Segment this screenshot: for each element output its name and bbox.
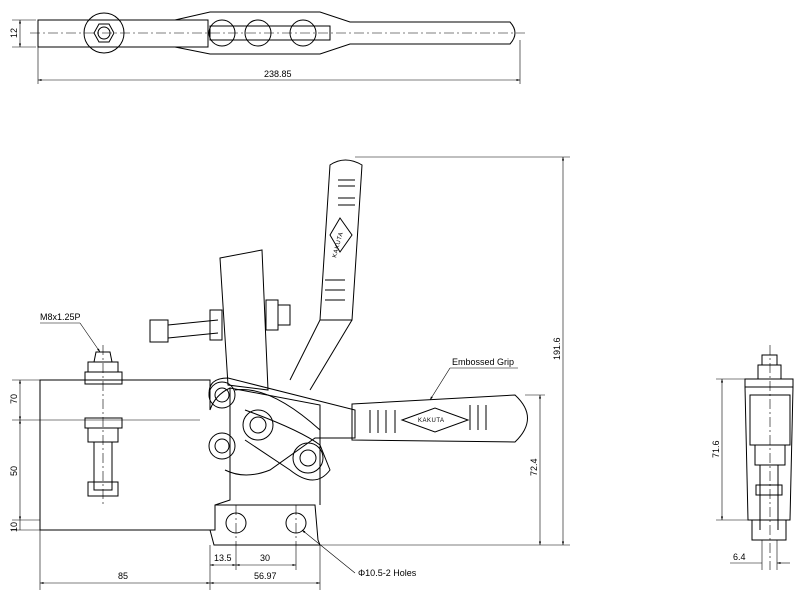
dim-base-10: 10	[9, 522, 19, 532]
holes-leader	[301, 529, 356, 574]
dim-side-width: 6.4	[733, 552, 746, 562]
dim-hole-pitch: 30	[260, 553, 270, 563]
dim-clamp-height: 72.4	[529, 458, 539, 476]
main-view: KAKUTA KAKUTA	[39, 159, 528, 546]
dim-top-height: 12	[9, 28, 19, 38]
thread-leader	[79, 322, 101, 353]
dim-width-85: 85	[118, 571, 128, 581]
grip-label: Embossed Grip	[452, 357, 514, 367]
handle-brand-text: KAKUTA	[418, 418, 445, 424]
end-view	[716, 345, 794, 570]
top-view	[12, 11, 525, 84]
dim-overall-length: 238.85	[264, 69, 292, 79]
dim-side-height: 71.6	[711, 440, 721, 458]
dim-overall-height: 191.6	[552, 337, 562, 360]
dim-width-56: 56.97	[254, 571, 277, 581]
open-handle-brand-text: KAKUTA	[332, 231, 345, 258]
dim-base-50: 50	[9, 466, 19, 476]
thread-label: M8x1.25P	[40, 312, 81, 322]
dim-base-70: 70	[9, 394, 19, 404]
holes-label: Φ10.5-2 Holes	[358, 568, 417, 578]
grip-leader	[429, 367, 451, 401]
dim-hole-offset: 13.5	[214, 553, 232, 563]
main-view-dimensions	[12, 156, 570, 590]
